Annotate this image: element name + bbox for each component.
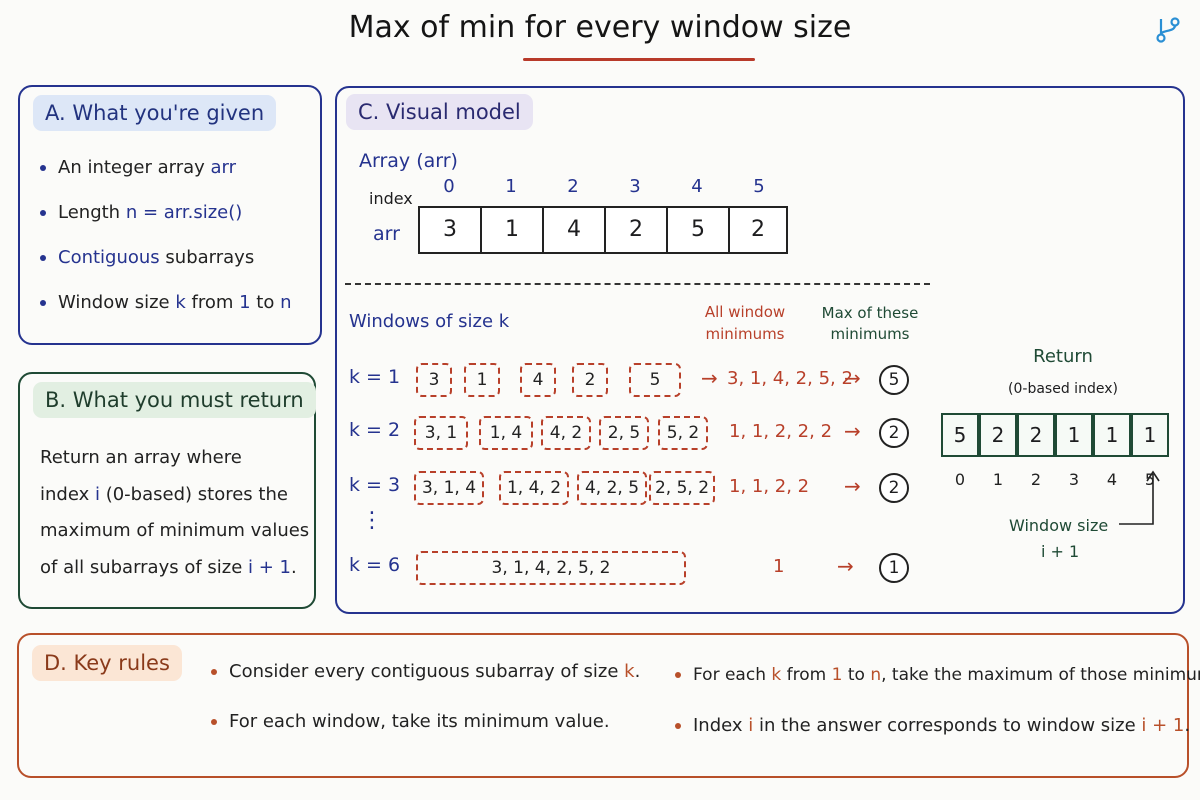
branch-icon [1156,17,1180,43]
arr-label: arr [373,223,400,245]
array-index: 5 [753,176,765,197]
window-box: 1, 4 [479,416,533,450]
ellipsis: ⋮ [361,508,383,533]
title-underline [523,58,755,61]
return-index: 3 [1068,470,1080,489]
array-index: 4 [691,176,703,197]
return-cell: 5 [941,413,979,457]
col-max-header: Max of these minimums [821,304,919,343]
window-minimums: 1 [773,556,785,577]
window-box: 5, 2 [658,416,708,450]
window-box: 1, 4, 2 [499,471,569,505]
index-label: index [369,189,413,208]
windows-label: Windows of size k [349,311,510,332]
array-cell: 2 [604,206,668,254]
array-cell: 1 [480,206,544,254]
panel-given-heading: A. What you're given [33,95,277,131]
window-k-label: k = 1 [349,366,401,388]
return-index: 5 [1144,470,1156,489]
window-minimums: 1, 1, 2, 2, 2 [729,421,833,442]
rule-item: For each window, take its minimum value. [211,711,610,732]
array-index: 3 [629,176,641,197]
return-index: 4 [1106,470,1118,489]
window-box: 4, 2 [541,416,591,450]
rule-item: For each k from 1 to n, take the maximum… [675,665,1200,685]
window-box: 1 [464,363,500,397]
given-bullet: An integer array arr [40,157,236,178]
panel-return: B. What you must return Return an array … [18,372,316,609]
arrow-icon: → [837,554,854,578]
pointer-arrow-icon [1119,470,1160,525]
panel-rules-heading: D. Key rules [32,645,182,681]
rule-item: Consider every contiguous subarray of si… [211,661,640,682]
window-note: Window size [1009,516,1109,535]
given-bullet: Length n = arr.size() [40,202,242,223]
return-cell: 2 [1017,413,1055,457]
array-index: 2 [567,176,579,197]
max-circle: 2 [879,473,909,503]
arrow-icon: → [844,366,861,390]
window-box: 4, 2, 5 [577,471,647,505]
array-cell: 5 [666,206,730,254]
window-box: 3, 1 [414,416,468,450]
array-cell: 2 [728,206,788,254]
window-k-label: k = 2 [349,419,401,441]
return-index: 2 [1030,470,1042,489]
page-title: Max of min for every window size [348,10,852,45]
arrow-icon: → [844,474,861,498]
window-box: 2, 5 [599,416,649,450]
return-cell: 1 [1055,413,1093,457]
arrow-icon: → [701,366,718,390]
window-minimums: 1, 1, 2, 2 [729,476,810,497]
divider [345,283,930,285]
panel-key-rules: D. Key rules Consider every contiguous s… [17,633,1200,778]
return-cell: 1 [1093,413,1131,457]
return-index: 0 [954,470,966,489]
return-cell: 2 [979,413,1017,457]
return-label: Return [1033,346,1093,367]
given-bullet: Window size k from 1 to n [40,292,292,313]
window-k-label: k = 6 [349,554,401,576]
array-label: Array (arr) [359,150,458,172]
arrow-icon: → [844,419,861,443]
window-box: 5 [629,363,681,397]
panel-visual-model: C. Visual model Array (arr) index arr 0 1… [335,86,1185,614]
array-index: 1 [505,176,517,197]
window-box: 2, 5, 2 [649,471,715,505]
panel-return-heading: B. What you must return [33,382,316,418]
window-box: 2 [572,363,608,397]
max-circle: 1 [879,553,909,583]
return-cell: 1 [1131,413,1169,457]
window-minimums: 3, 1, 4, 2, 5, 2 [727,368,853,389]
array-cell: 3 [418,206,482,254]
max-circle: 2 [879,418,909,448]
panel-given: A. What you're given An integer array ar… [18,85,322,345]
window-box: 3, 1, 4 [414,471,484,505]
window-note-formula: i + 1 [1041,542,1080,561]
return-description: Return an array where index i (0-based) … [40,447,310,578]
return-sublabel: (0-based index) [1008,381,1118,397]
col-minimums-header: All window minimums [704,303,786,343]
rule-item: Index i in the answer corresponds to win… [675,715,1190,736]
window-box: 4 [520,363,556,397]
given-bullet: Contiguous subarrays [40,247,254,268]
return-index: 1 [992,470,1004,489]
window-k-label: k = 3 [349,474,401,496]
window-box: 3, 1, 4, 2, 5, 2 [416,551,686,585]
window-box: 3 [416,363,452,397]
panel-visual-heading: C. Visual model [346,94,533,130]
array-index: 0 [443,176,455,197]
max-circle: 5 [879,365,909,395]
array-cell: 4 [542,206,606,254]
